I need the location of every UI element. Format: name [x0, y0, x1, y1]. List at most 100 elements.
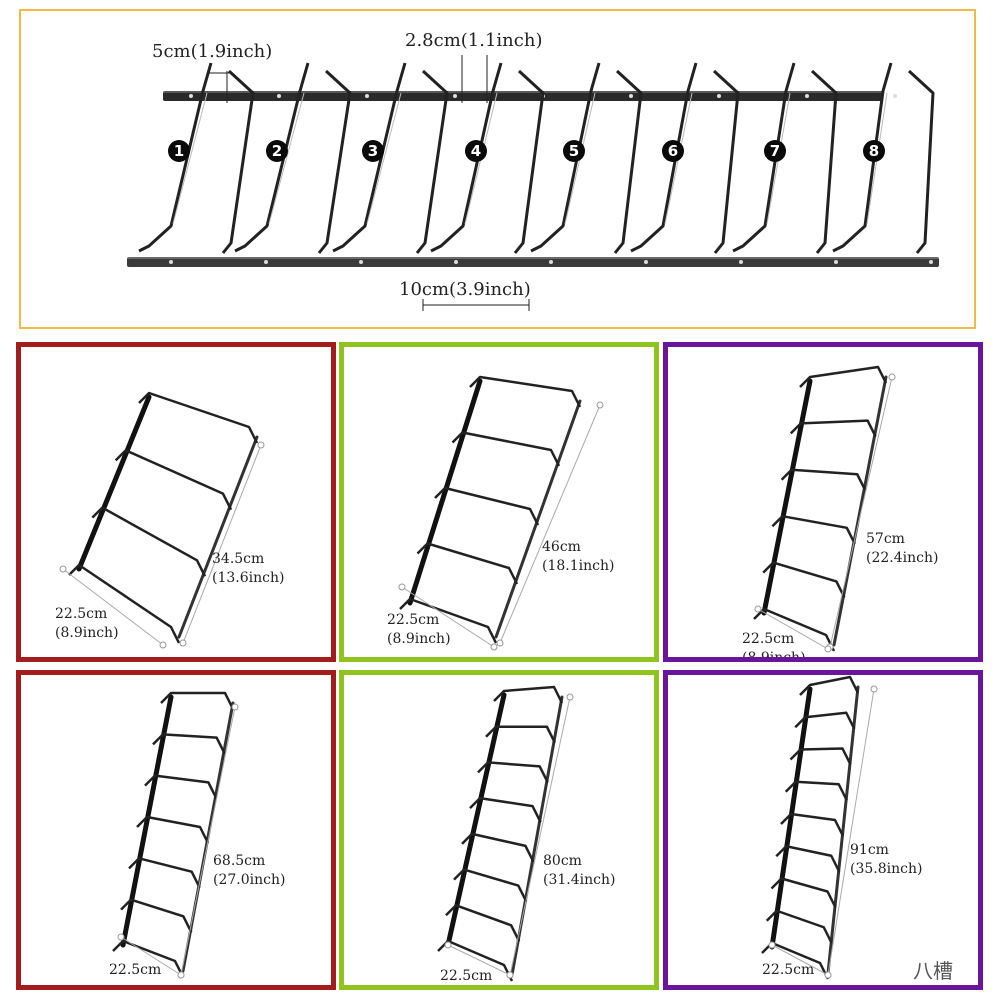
slot-number-1: 1 [168, 140, 190, 162]
slot-wire-right [613, 69, 643, 254]
rack-slot-wire [770, 877, 837, 909]
width-measure: 22.5cm (8.9inch) [55, 605, 119, 643]
rack-slot-wire [160, 691, 235, 710]
rack-spine [445, 692, 507, 948]
slot-wire-left [530, 62, 601, 253]
length-cm: 68.5cm [213, 853, 266, 869]
rack-slot-wire [761, 941, 830, 980]
length-inch: (18.1inch) [542, 558, 615, 574]
rack-drawing-9-slot [761, 675, 878, 980]
size-panel-8-slot: 80cm (31.4inch) 22.5cm [339, 670, 659, 990]
screw-hole [717, 94, 721, 98]
guide-dot [117, 933, 125, 941]
slot-wire-left [332, 62, 407, 253]
slot-number-2: 2 [266, 140, 288, 162]
width-guide [447, 944, 511, 976]
rack-slot-wire [493, 685, 564, 704]
width-measure: 22.5cm (8.9inch) [742, 630, 806, 657]
width-inch: (8.9inch) [387, 631, 451, 647]
guide-dot [179, 639, 187, 647]
slot-gap-dimension: 2.8cm(1.1inch) [405, 30, 543, 51]
rack-slot-wire [144, 774, 218, 799]
guide-dot [506, 971, 514, 979]
length-measure: 57cm (22.4inch) [866, 530, 938, 568]
guide-dot [398, 583, 406, 591]
guide-dot [768, 941, 776, 949]
rack-slot-wire [445, 904, 521, 942]
slot-number-5: 5 [563, 140, 585, 162]
guide-dot [824, 971, 832, 979]
rack-spine [407, 378, 483, 606]
rack-slot-wire [138, 391, 259, 444]
rack-slot-wire [152, 733, 226, 755]
rack-slot-wire [799, 365, 888, 388]
slot-number-6: 6 [662, 140, 684, 162]
size-panel-7-slot: 68.5cm (27.0inch) 22.5cm [16, 670, 336, 990]
size-panel-5-slot: 46cm (18.1inch) 22.5cm (8.9inch) [339, 342, 659, 662]
rack-slot-wire [794, 711, 856, 730]
slot-number-4: 4 [465, 140, 487, 162]
length-cm: 80cm [543, 853, 582, 869]
length-measure: 91cm (35.8inch) [850, 841, 922, 879]
rack-slot-wire [789, 419, 877, 438]
width-measure: 22.5cm [762, 961, 814, 980]
guide-dot [870, 685, 878, 693]
slot-wire-right [415, 69, 449, 254]
rack-slot-wire [775, 845, 841, 873]
guide-dot [177, 971, 185, 979]
rack-slot-wire [114, 449, 233, 511]
rack-drawing-8-slot [437, 685, 574, 982]
rack-slot-wire [453, 868, 528, 903]
rack-drawing-6-slot [753, 365, 896, 653]
upper-bar [163, 91, 883, 101]
rack-spine [76, 394, 152, 572]
size-panel-4-slot: 34.5cm (13.6inch) 22.5cm (8.9inch) [16, 342, 336, 662]
rack-slot-wire [789, 747, 852, 766]
guide-dot [59, 565, 67, 573]
width-cm: 22.5cm [55, 606, 108, 622]
slot-wire-right [712, 69, 740, 254]
width-guide [62, 568, 164, 646]
rack-slot-wire [91, 506, 207, 577]
rack-slot-wire [784, 780, 848, 801]
length-inch: (31.4inch) [543, 872, 616, 888]
rack-slot-wire [753, 607, 836, 652]
rack-rail [826, 685, 860, 975]
guide-dot [257, 441, 265, 449]
screw-hole [359, 260, 363, 264]
screw-hole [549, 260, 553, 264]
rack-rail [177, 435, 259, 639]
width-measure: 22.5cm (8.9inch) [387, 611, 451, 649]
width-guide [771, 944, 829, 976]
slot-wire-left [732, 62, 796, 253]
guide-dot [754, 605, 762, 613]
rack-slot-wire [485, 725, 556, 744]
guide-dot [231, 703, 239, 711]
rack-rail [181, 701, 235, 973]
bar-length-dimension: 10cm(3.9inch) [399, 279, 531, 300]
slot-wire-left [430, 62, 503, 253]
screw-hole [739, 260, 743, 264]
screw-hole [929, 260, 933, 264]
lower-bar [127, 257, 939, 267]
rack-drawing-5-slot [398, 375, 604, 651]
rack-slot-wire [461, 832, 535, 863]
slot-wire-left [234, 62, 310, 253]
length-guide [499, 404, 601, 644]
length-cm: 57cm [866, 531, 905, 547]
screw-hole [169, 260, 173, 264]
slot-wire-right [907, 69, 935, 254]
rack-slot-wire [799, 675, 860, 696]
slot-wire-left [832, 62, 893, 253]
rack-spine [120, 694, 174, 948]
length-guide [180, 706, 236, 976]
rack-slot-wire [477, 761, 549, 783]
guide-dot [159, 641, 167, 649]
guide-dot [596, 401, 604, 409]
slot-wire-left [138, 62, 213, 253]
rack-spine [769, 686, 813, 950]
guide-dot [824, 645, 832, 653]
rack-drawing-4-slot [59, 391, 265, 649]
width-measure: 22.5cm [440, 967, 492, 985]
rack-rail [494, 399, 582, 639]
